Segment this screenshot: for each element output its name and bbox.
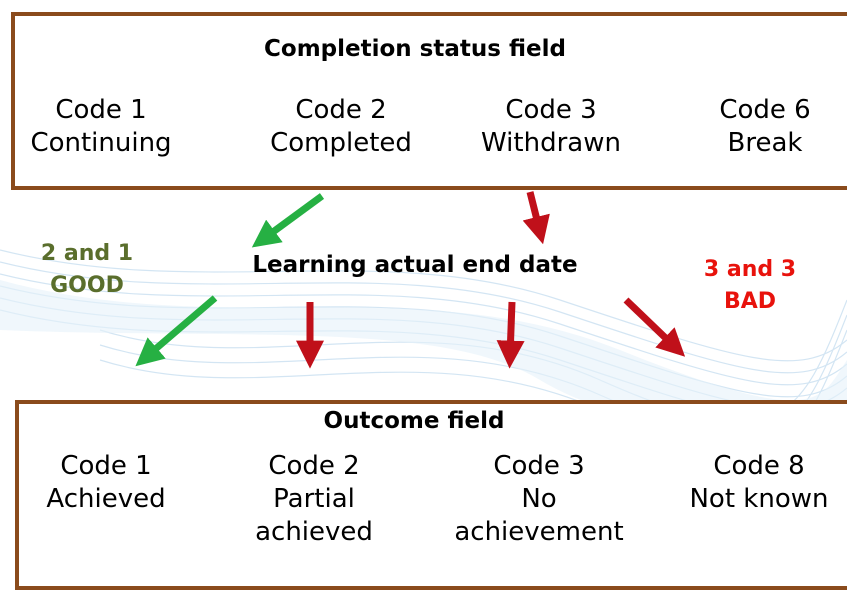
learning-end-date-label: Learning actual end date [252, 252, 578, 278]
completion-code-3: Code 3 Withdrawn [461, 94, 641, 160]
code-label: Continuing [30, 128, 172, 158]
code-number: Code 2 [295, 95, 387, 125]
completion-status-box: Completion status field Code 1 Continuin… [11, 12, 847, 190]
code-label: Withdrawn [481, 128, 621, 158]
code-label: Break [727, 128, 803, 158]
code-number: Code 8 [713, 451, 805, 481]
red-arrow-2 [496, 301, 525, 369]
code-number: Code 3 [493, 451, 585, 481]
code-label-line-2: achieved [255, 517, 373, 547]
green-arrow-bottom [135, 295, 218, 367]
outcome-code-2: Code 2 Partial achieved [229, 450, 399, 549]
outcome-code-1: Code 1 Achieved [21, 450, 191, 516]
green-arrow-top [251, 193, 325, 248]
good-label: 2 and 1 GOOD [22, 238, 152, 302]
outcome-code-3: Code 3 No achievement [439, 450, 639, 549]
completion-code-6: Code 6 Break [695, 94, 835, 160]
code-label: Not known [689, 484, 829, 514]
code-number: Code 2 [268, 451, 360, 481]
code-number: Code 6 [719, 95, 811, 125]
completion-code-2: Code 2 Completed [251, 94, 431, 160]
outcome-code-8: Code 8 Not known [669, 450, 847, 516]
red-arrow-3 [623, 297, 686, 357]
good-line-1: 2 and 1 [40, 241, 134, 266]
good-line-2: GOOD [50, 273, 124, 298]
bad-line-1: 3 and 3 [703, 257, 797, 282]
flow-arrows [135, 191, 686, 369]
bad-label: 3 and 3 BAD [690, 254, 810, 318]
code-label: Achieved [46, 484, 166, 514]
code-number: Code 3 [505, 95, 597, 125]
outcome-box: Outcome field Code 1 Achieved Code 2 Par… [15, 400, 847, 590]
code-label: Partial [273, 484, 355, 514]
outcome-title: Outcome field [323, 408, 505, 434]
completion-code-1: Code 1 Continuing [21, 94, 181, 160]
code-label: No [521, 484, 557, 514]
bad-line-2: BAD [723, 289, 777, 314]
code-number: Code 1 [55, 95, 147, 125]
completion-status-title: Completion status field [264, 36, 566, 62]
code-label-line-2: achievement [454, 517, 624, 547]
code-label: Completed [270, 128, 412, 158]
red-arrow-top [522, 191, 550, 245]
code-number: Code 1 [60, 451, 152, 481]
